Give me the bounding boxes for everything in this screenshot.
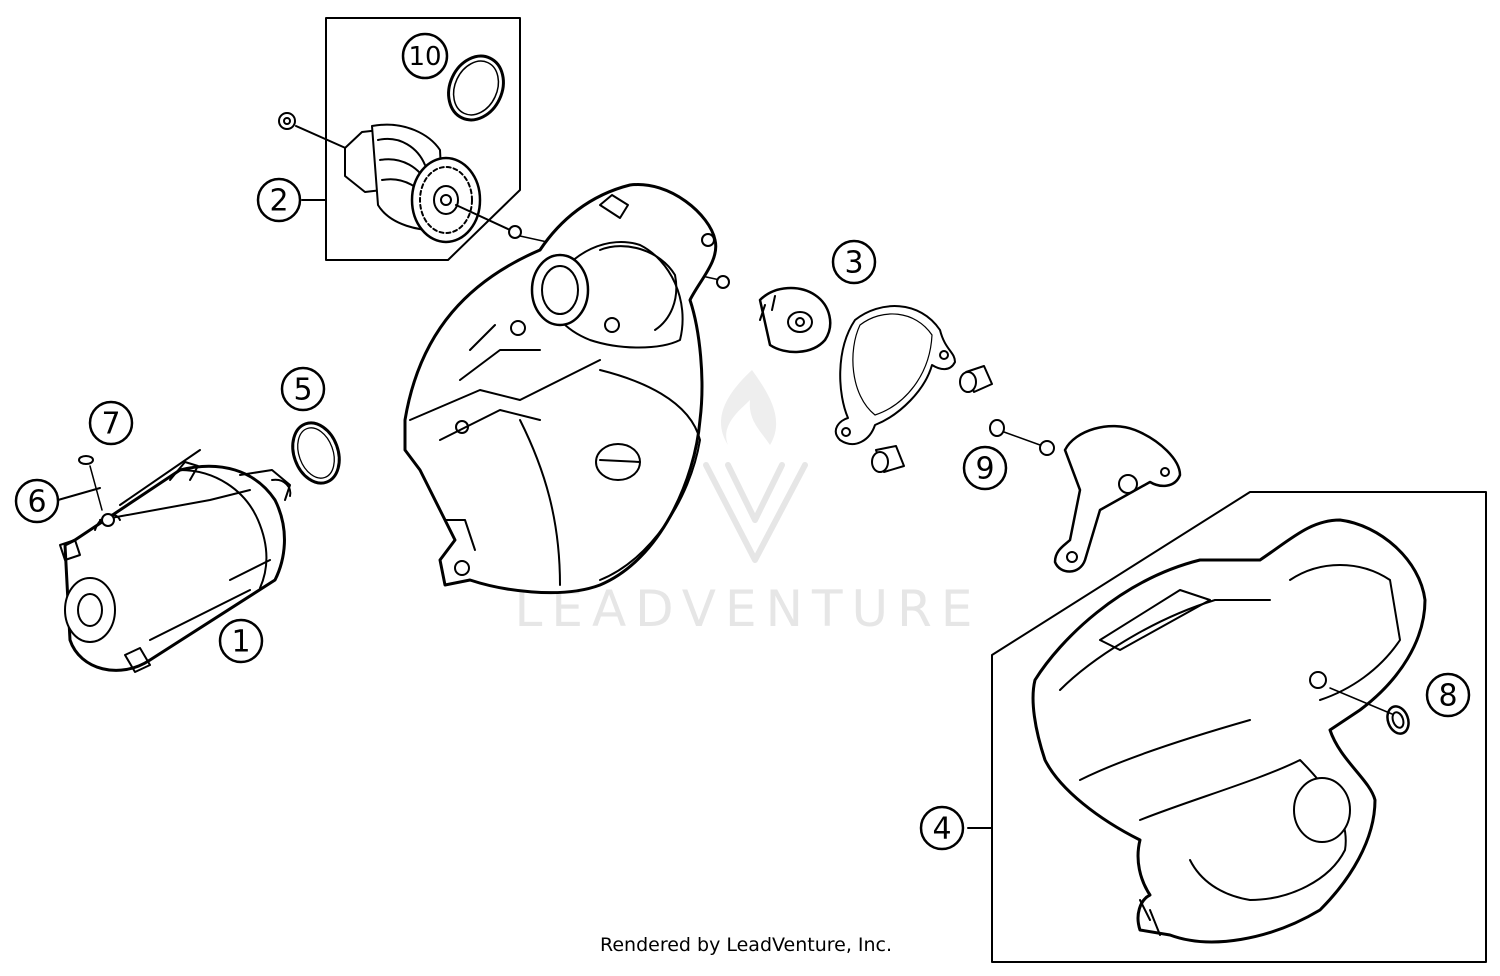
callout-10-label: 10 xyxy=(408,42,441,72)
callout-1: 1 xyxy=(218,618,264,664)
callout-2: 2 xyxy=(256,177,302,223)
callout-6: 6 xyxy=(14,478,60,524)
callout-9-label: 9 xyxy=(975,452,994,487)
watermark-logo xyxy=(703,370,808,563)
nut xyxy=(716,275,730,289)
cover-gasket xyxy=(834,305,956,445)
callout-1-label: 1 xyxy=(231,625,250,660)
callout-2-label: 2 xyxy=(269,184,288,219)
starter-drive-gear xyxy=(278,112,522,244)
terminal-nut-7 xyxy=(78,455,94,465)
callout-8-label: 8 xyxy=(1438,679,1457,714)
dowel-pins xyxy=(871,365,993,473)
callout-3-label: 3 xyxy=(844,246,863,281)
o-ring-10 xyxy=(447,54,505,122)
callout-7: 7 xyxy=(88,400,134,446)
callout-5: 5 xyxy=(280,366,326,412)
callout-9: 9 xyxy=(962,445,1008,491)
callout-7-label: 7 xyxy=(101,407,120,442)
callout-6-leader xyxy=(57,487,101,501)
callout-6-label: 6 xyxy=(27,485,46,520)
callout-3: 3 xyxy=(831,239,877,285)
sealing-ring-and-nut xyxy=(989,419,1055,456)
cover-group-box xyxy=(991,491,1487,963)
watermark-text: LEADVENTURE xyxy=(515,580,982,638)
callout-4-label: 4 xyxy=(932,812,951,847)
callout-10: 10 xyxy=(401,32,449,80)
ignition-cover-housing xyxy=(403,183,718,595)
o-ring-5 xyxy=(291,421,341,485)
stator-pickup xyxy=(758,286,832,354)
render-credit: Rendered by LeadVenture, Inc. xyxy=(600,934,893,956)
starter-drive-group-box xyxy=(325,17,521,261)
callout-5-label: 5 xyxy=(293,373,312,408)
outer-cover xyxy=(1031,518,1427,944)
callout-4: 4 xyxy=(919,805,965,851)
sensor-bracket xyxy=(1053,424,1182,573)
washer-8 xyxy=(1386,705,1410,735)
callout-8: 8 xyxy=(1425,672,1471,718)
starter-motor xyxy=(59,449,292,673)
